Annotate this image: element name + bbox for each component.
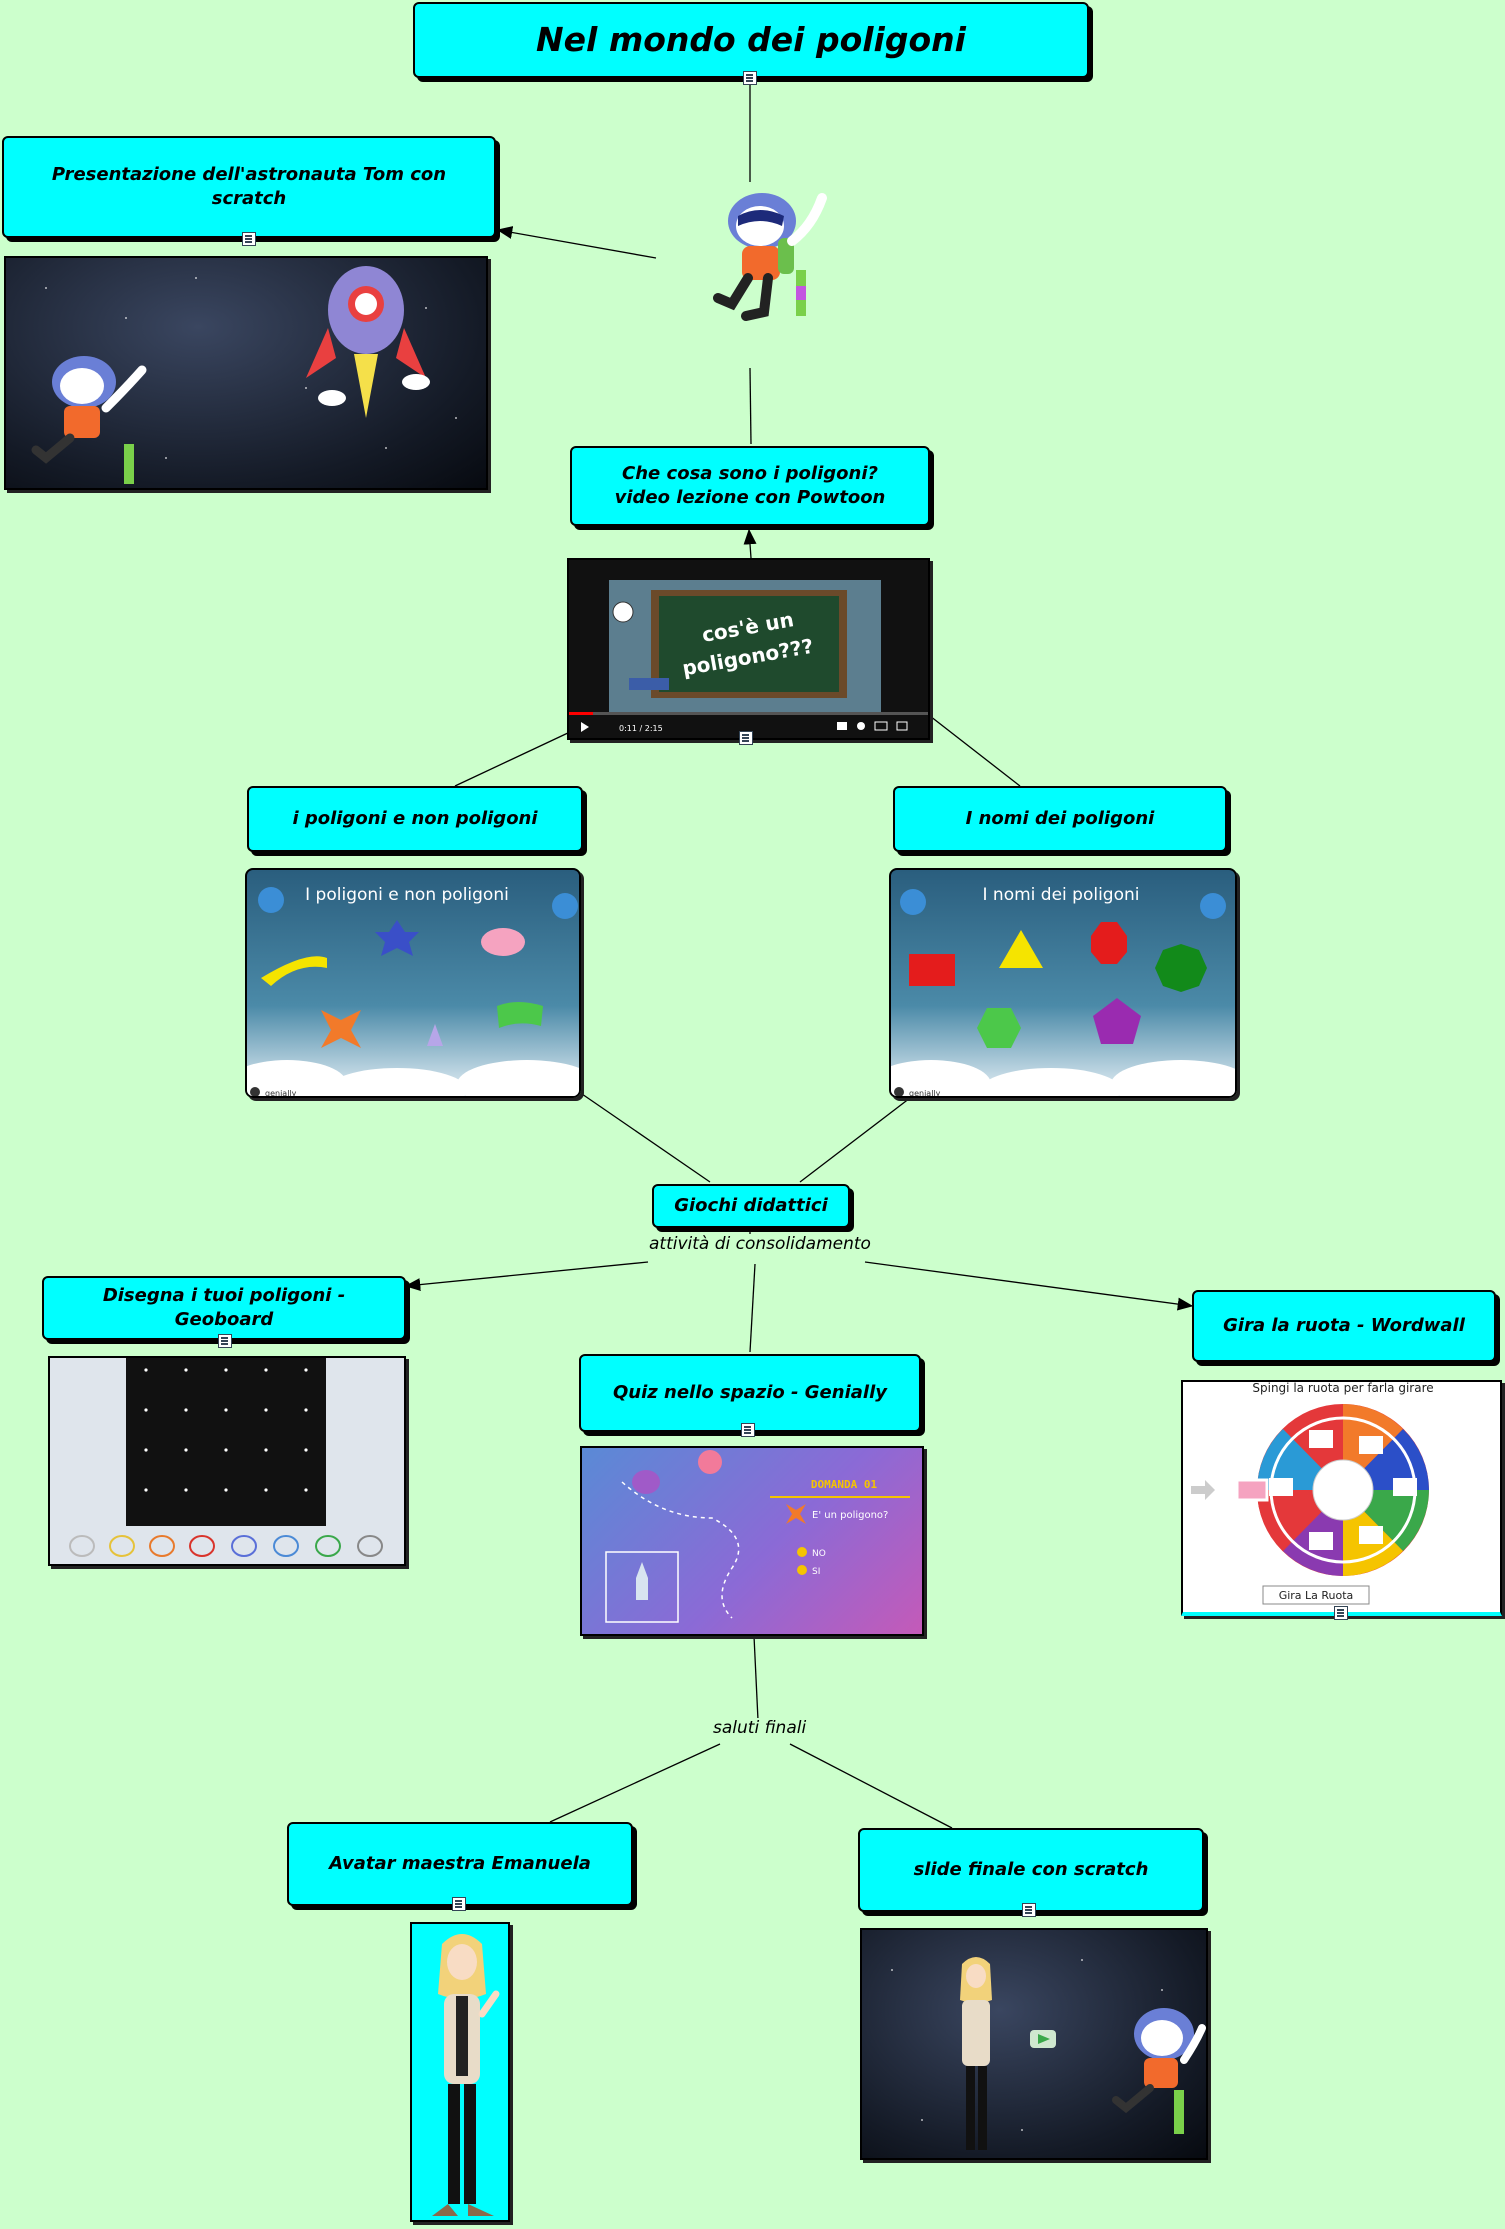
video-time: 0:11 / 2:15	[619, 724, 663, 733]
slide-finale-scene	[891, 1957, 1206, 2150]
nomi-label: I nomi dei poligoni	[965, 807, 1155, 829]
geoboard-scene	[69, 1358, 383, 1557]
powtoon-video-thumbnail[interactable]: cos'è un poligono??? 0:11 / 2:15	[567, 558, 930, 740]
title-text: Nel mondo dei poligoni	[536, 19, 966, 59]
geoboard-thumbnail[interactable]	[48, 1356, 406, 1566]
document-icon[interactable]	[452, 1897, 466, 1911]
che-cosa-label: Che cosa sono i poligoni? video lezione …	[614, 462, 886, 508]
document-icon[interactable]	[1334, 1606, 1348, 1620]
presentazione-label: Presentazione dell'astronauta Tom con sc…	[51, 163, 447, 209]
quiz-si: SI	[812, 1567, 820, 1577]
document-icon[interactable]	[739, 731, 753, 745]
nomi-node[interactable]: I nomi dei poligoni	[893, 786, 1227, 852]
presentazione-node[interactable]: Presentazione dell'astronauta Tom con sc…	[2, 136, 496, 238]
poligoni-non-scene: I poligoni e non poligoni genially	[247, 885, 579, 1098]
genially-poligoni-thumbnail[interactable]: I poligoni e non poligoni genially	[245, 868, 581, 1098]
avatar-node[interactable]: Avatar maestra Emanuela	[287, 1822, 633, 1906]
document-icon[interactable]	[743, 71, 757, 85]
wordwall-header: Spingi la ruota per farla girare	[1252, 1382, 1433, 1395]
quiz-genially-thumbnail[interactable]: DOMANDA 01 E' un poligono? NO SI	[580, 1446, 924, 1636]
quiz-no: NO	[812, 1549, 826, 1559]
astronaut-illustration	[713, 193, 827, 321]
video-player: cos'è un poligono??? 0:11 / 2:15	[569, 580, 928, 738]
quiz-question: E' un poligono?	[812, 1510, 888, 1521]
genially-brand: genially	[265, 1089, 297, 1098]
quiz-label: Quiz nello spazio - Genially	[613, 1381, 887, 1403]
document-icon[interactable]	[1022, 1903, 1036, 1917]
avatar-figure	[432, 1934, 500, 2216]
poligoni-non-label: i poligoni e non poligoni	[292, 807, 538, 829]
genially-brand: genially	[909, 1089, 941, 1098]
giochi-node[interactable]: Giochi didattici	[652, 1184, 850, 1228]
document-icon[interactable]	[741, 1423, 755, 1437]
quiz-node[interactable]: Quiz nello spazio - Genially	[579, 1354, 921, 1432]
wordwall-label: Gira la ruota - Wordwall	[1223, 1314, 1465, 1336]
nomi-title: I nomi dei poligoni	[983, 885, 1140, 905]
rocket-scene	[31, 266, 457, 484]
nomi-scene: I nomi dei poligoni genially	[891, 885, 1235, 1098]
title-node[interactable]: Nel mondo dei poligoni	[413, 2, 1089, 78]
avatar-label: Avatar maestra Emanuela	[329, 1852, 591, 1874]
scratch-space-thumbnail[interactable]	[4, 256, 488, 490]
wheel-scene: Spingi la ruota per farla girare Gira La…	[1191, 1382, 1434, 1605]
quiz-scene: DOMANDA 01 E' un poligono? NO SI	[605, 1450, 910, 1623]
slide-finale-label: slide finale con scratch	[913, 1858, 1149, 1880]
slide-finale-thumbnail[interactable]	[860, 1928, 1208, 2160]
geoboard-node[interactable]: Disegna i tuoi poligoni - Geoboard	[42, 1276, 406, 1340]
wordwall-node[interactable]: Gira la ruota - Wordwall	[1192, 1290, 1496, 1362]
giochi-label: Giochi didattici	[674, 1194, 828, 1216]
document-icon[interactable]	[218, 1334, 232, 1348]
document-icon[interactable]	[242, 232, 256, 246]
che-cosa-node[interactable]: Che cosa sono i poligoni? video lezione …	[570, 446, 930, 526]
quiz-domanda: DOMANDA 01	[811, 1478, 878, 1491]
wordwall-button: Gira La Ruota	[1279, 1589, 1354, 1602]
slide-finale-node[interactable]: slide finale con scratch	[858, 1828, 1204, 1912]
genially-nomi-thumbnail[interactable]: I nomi dei poligoni genially	[889, 868, 1237, 1098]
geoboard-label: Disegna i tuoi poligoni - Geoboard	[102, 1284, 346, 1330]
saluti-link-label: saluti finali	[710, 1718, 810, 1738]
consolidamento-link-label: attività di consolidamento	[646, 1234, 874, 1254]
avatar-thumbnail[interactable]	[410, 1922, 510, 2222]
poligoni-non-title: I poligoni e non poligoni	[305, 885, 509, 905]
wordwall-thumbnail[interactable]: Spingi la ruota per farla girare Gira La…	[1181, 1380, 1502, 1616]
poligoni-non-node[interactable]: i poligoni e non poligoni	[247, 786, 583, 852]
